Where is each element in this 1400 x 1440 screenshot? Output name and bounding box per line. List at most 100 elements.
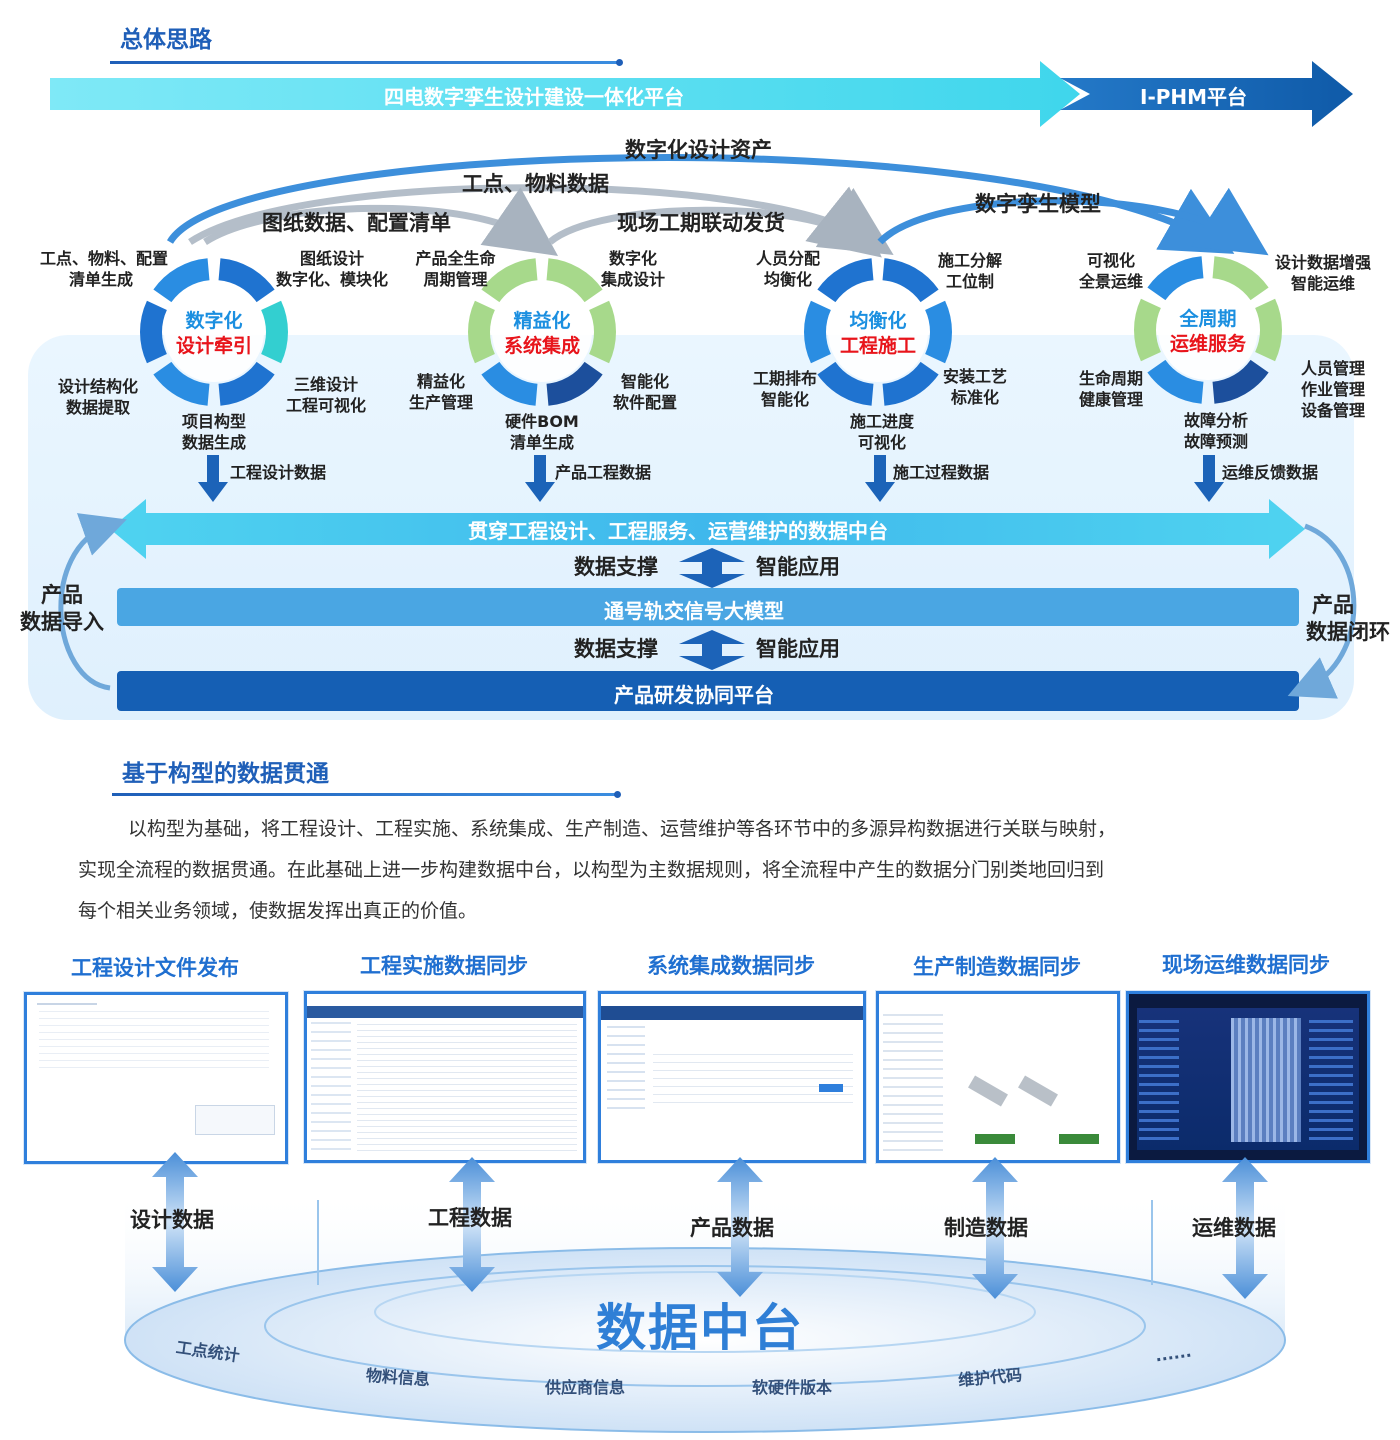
datahub-title: 数据中台 xyxy=(596,1299,804,1357)
arc-delivery xyxy=(547,186,882,258)
loop-left xyxy=(58,513,127,691)
ring-label-2: 物料信息 xyxy=(365,1365,431,1390)
down-arrow-4 xyxy=(1194,455,1224,502)
screenshot-operations-data xyxy=(1126,991,1370,1163)
hub-ring-4-segment-6 xyxy=(1147,256,1204,301)
screen-title-2: 工程实施数据同步 xyxy=(360,954,528,978)
hub-ring-2-segment-3 xyxy=(546,361,603,406)
hub-1-label-l: 设计结构化数据提取 xyxy=(57,377,138,417)
hub-ring-2-segment-6 xyxy=(481,258,538,303)
config-paragraph: 以构型为基础，将工程设计、工程实施、系统集成、生产制造、运营维护等各环节中的多源… xyxy=(78,818,1117,922)
screen-title-3: 系统集成数据同步 xyxy=(647,954,815,978)
section-underline-dot-2 xyxy=(614,791,621,798)
hub-3-label-tl: 人员分配均衡化 xyxy=(755,249,820,289)
collab-bar-label: 产品研发协同平台 xyxy=(614,683,774,707)
banner-main-label: 四电数字孪生设计建设一体化平台 xyxy=(384,85,684,109)
vflow-1 xyxy=(152,1152,198,1292)
hub-rings xyxy=(140,256,1283,406)
hub-3-label-tr: 施工分解工位制 xyxy=(937,251,1002,291)
screenshot-integration-data xyxy=(598,991,866,1163)
flow-label-product: 产品数据 xyxy=(690,1216,774,1240)
section-title-config: 基于构型的数据贯通 xyxy=(122,761,329,787)
hub-1-subtitle: 设计牵引 xyxy=(175,335,252,357)
updown-arrow-2 xyxy=(679,630,745,670)
hub-2-label-tl: 产品全生命周期管理 xyxy=(415,249,496,289)
hub-1-label-tl: 工点、物料、配置清单生成 xyxy=(39,249,168,289)
hub-ring-3 xyxy=(804,258,952,406)
side-right-label: 产品数据闭环 xyxy=(1306,593,1390,644)
hub-ring-1-segment-3 xyxy=(218,361,275,406)
section-title-overall: 总体思路 xyxy=(120,27,212,53)
screen-title-1: 工程设计文件发布 xyxy=(71,956,239,980)
hub-ring-2-segment-1 xyxy=(546,258,603,303)
screen-title-4: 生产制造数据同步 xyxy=(913,955,1081,979)
hub-ring-3-center xyxy=(828,282,928,382)
hub-2-title: 精益化 xyxy=(513,310,571,332)
hub-2-label-l: 精益化生产管理 xyxy=(408,372,473,412)
hub-1-label-b: 项目构型数据生成 xyxy=(181,412,246,452)
section-underline-dot xyxy=(616,59,623,66)
hub-ring-1-segment-1 xyxy=(218,258,275,303)
down-label-4: 运维反馈数据 xyxy=(1222,463,1319,482)
vflow-2 xyxy=(449,1157,495,1292)
model-bar xyxy=(117,588,1299,626)
hub-3-subtitle: 工程施工 xyxy=(839,335,916,357)
flow-label-manufacturing: 制造数据 xyxy=(944,1216,1028,1240)
down-label-2: 产品工程数据 xyxy=(555,463,652,482)
hub-4-title: 全周期 xyxy=(1179,308,1237,330)
hub-ring-4-segment-1 xyxy=(1212,256,1269,301)
hub-ring-3-segment-4 xyxy=(817,361,874,406)
hub-ring-1-segment-4 xyxy=(153,361,210,406)
vflow-4 xyxy=(972,1157,1018,1299)
hub-3-label-l: 工期排布智能化 xyxy=(752,369,817,409)
hub-ring-1-center xyxy=(164,282,264,382)
hub-ring-2-segment-2 xyxy=(589,300,616,364)
section-underline-2 xyxy=(112,793,617,796)
side-loops xyxy=(58,513,1357,699)
hub-4-label-tl: 可视化全景运维 xyxy=(1078,251,1143,291)
arc-drawings xyxy=(203,187,559,256)
hub-4-label-b: 故障分析故障预测 xyxy=(1183,411,1248,451)
support-label-1: 数据支撑 xyxy=(574,555,658,579)
vertical-flow-arrows xyxy=(152,1152,1268,1299)
screen-title-5: 现场运维数据同步 xyxy=(1162,953,1330,977)
side-left-label: 产品数据导入 xyxy=(20,583,104,634)
banner-arrow-main xyxy=(50,61,1080,127)
ring-label-3: 供应商信息 xyxy=(545,1378,626,1397)
screenshot-manufacturing-data xyxy=(876,991,1120,1163)
hub-ring-4-segment-4 xyxy=(1147,359,1204,404)
hub-ring-2-center xyxy=(492,282,592,382)
hub-4-subtitle: 运维服务 xyxy=(1169,333,1246,355)
screenshot-design-files xyxy=(24,992,288,1164)
down-arrow-3 xyxy=(865,455,895,502)
arc-label-drawings: 图纸数据、配置清单 xyxy=(262,211,451,235)
section-underline xyxy=(110,61,620,64)
hub-ring-3-segment-3 xyxy=(882,361,939,406)
down-arrow-2 xyxy=(525,455,555,502)
hub-3-title: 均衡化 xyxy=(849,310,907,332)
hub-4-label-l: 生命周期健康管理 xyxy=(1078,369,1143,409)
app-label-2: 智能应用 xyxy=(756,637,840,661)
updown-arrow-1 xyxy=(679,548,745,588)
hub-ring-1-segment-5 xyxy=(140,300,167,364)
collab-bar xyxy=(117,671,1299,711)
hub-ring-4-center xyxy=(1158,280,1258,380)
hub-ring-4-segment-2 xyxy=(1255,298,1283,362)
down-label-3: 施工过程数据 xyxy=(893,463,990,482)
arc-label-design-assets: 数字化设计资产 xyxy=(625,138,772,162)
screenshot-engineering-data xyxy=(304,991,586,1163)
hub-1-label-r: 三维设计工程可视化 xyxy=(285,375,366,415)
hub-3-label-b: 施工进度可视化 xyxy=(849,412,914,452)
banner-arrow-right xyxy=(1060,61,1353,127)
hub-ring-4 xyxy=(1134,256,1283,404)
arc-twin xyxy=(877,187,1269,256)
hub-4-label-r: 人员管理作业管理设备管理 xyxy=(1300,359,1365,420)
hub-ring-1 xyxy=(140,258,288,406)
hub-ring-3-segment-1 xyxy=(882,258,939,303)
model-bar-label: 通号轨交信号大模型 xyxy=(604,599,784,623)
flow-arcs xyxy=(166,154,1269,258)
hub-ring-3-segment-5 xyxy=(804,300,831,364)
data-platform-arrow xyxy=(110,499,1305,559)
down-arrow-1 xyxy=(198,455,228,502)
